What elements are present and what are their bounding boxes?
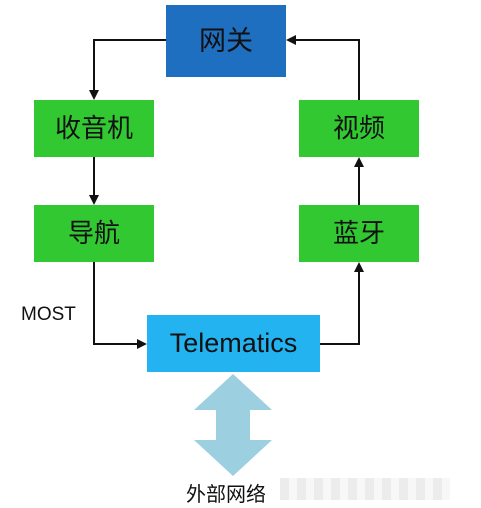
navigation-label: 导航 — [67, 218, 120, 249]
watermark-overlay — [280, 478, 450, 500]
telematics-node: Telematics — [147, 315, 320, 372]
video-label: 视频 — [332, 113, 385, 144]
arrow-telematics-to-bluetooth — [320, 262, 364, 345]
external-network-double-arrow — [194, 374, 272, 476]
arrow-video-to-gateway — [286, 35, 360, 100]
most-bus-label: MOST — [21, 304, 76, 325]
telematics-label: Telematics — [169, 328, 298, 358]
arrow-gateway-to-radio — [89, 39, 166, 100]
bluetooth-label: 蓝牙 — [332, 218, 385, 249]
gateway-node: 网关 — [166, 5, 286, 77]
navigation-node: 导航 — [34, 205, 154, 262]
gateway-label: 网关 — [199, 25, 253, 57]
arrow-navigation-to-telematics — [93, 262, 147, 349]
radio-node: 收音机 — [34, 100, 154, 157]
external-network-label: 外部网络 — [186, 482, 266, 506]
radio-label: 收音机 — [54, 113, 133, 144]
bluetooth-node: 蓝牙 — [299, 205, 419, 262]
video-node: 视频 — [299, 100, 419, 157]
